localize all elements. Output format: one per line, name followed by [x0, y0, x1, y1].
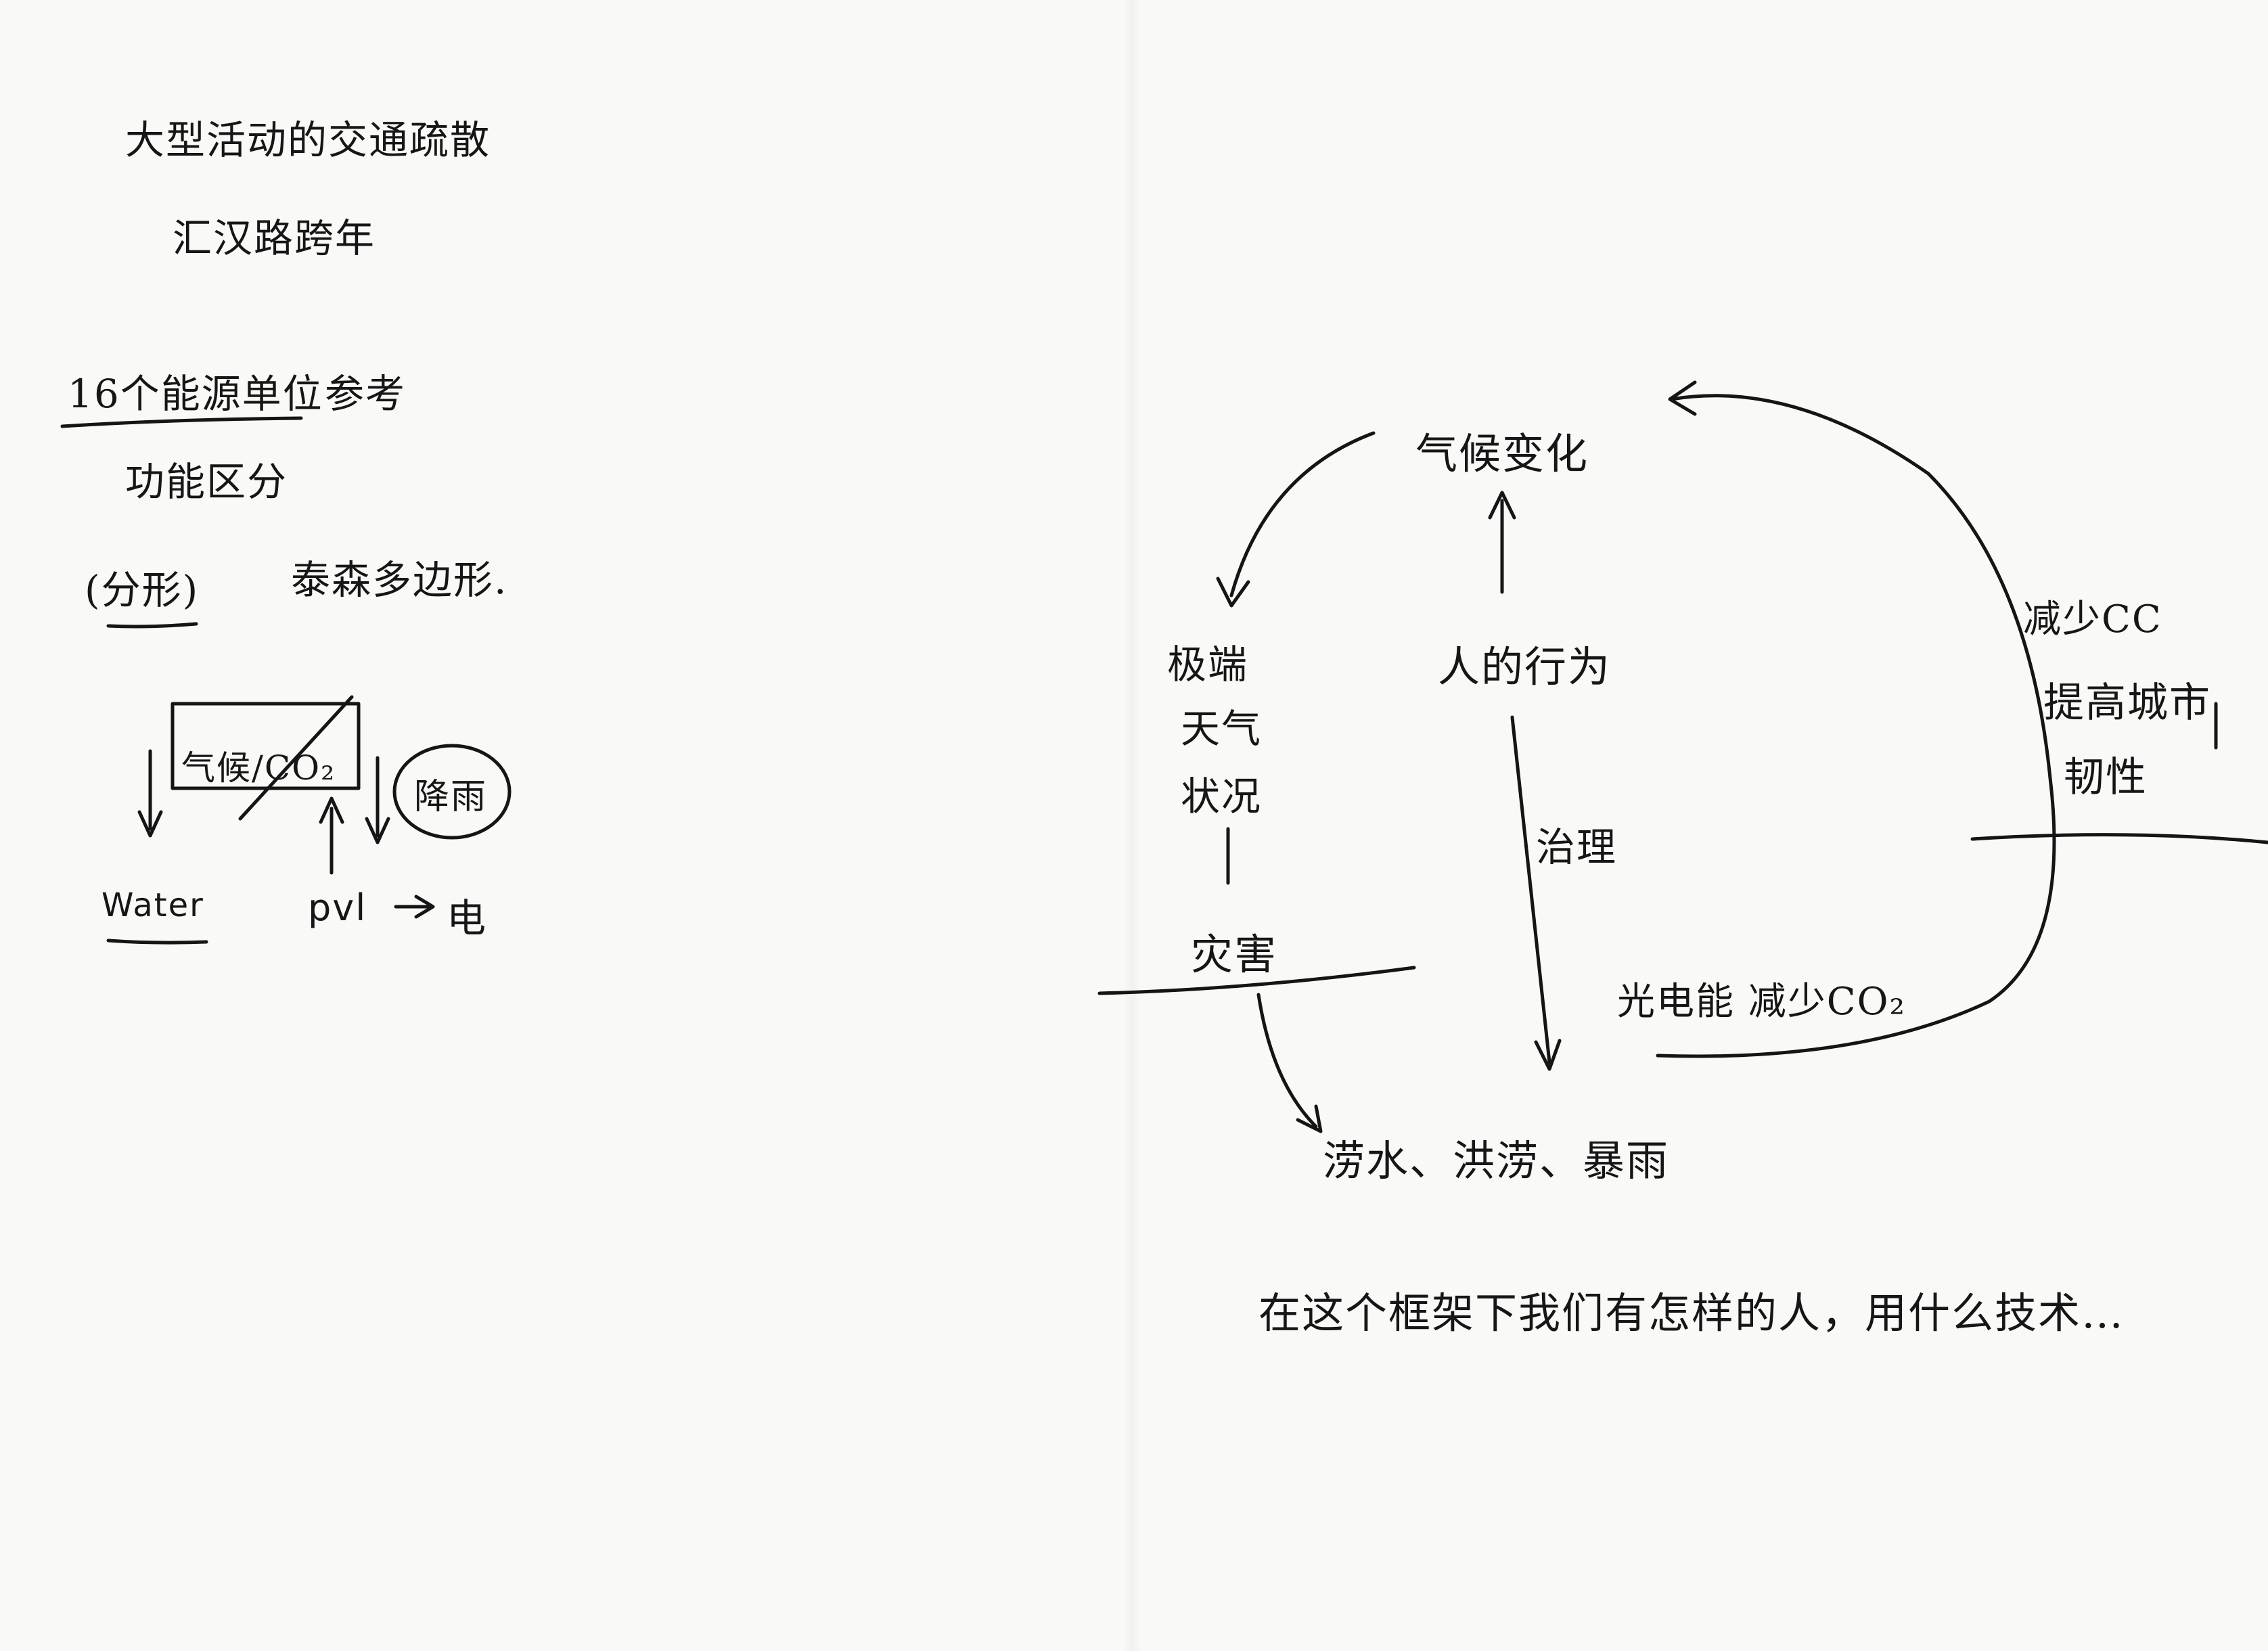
page-fold	[1123, 0, 1141, 1651]
solar-reduce-label: 光电能 减少CO₂	[1617, 980, 1907, 1024]
solar-to-climate-arc	[1656, 394, 2056, 1058]
partition-underline	[106, 622, 198, 629]
resilience-label: 韧性	[2064, 754, 2148, 801]
climate-to-extreme-arc	[1229, 431, 1376, 597]
disaster-divider-line	[1097, 966, 1416, 995]
behavior-to-floods-arrowhead	[1534, 1039, 1562, 1071]
solar-to-climate-arrowhead	[1668, 380, 1697, 416]
climate-change-label: 气候变化	[1415, 429, 1589, 478]
framework-question: 在这个框架下我们有怎样的人，用什么技术…	[1258, 1288, 2125, 1338]
behavior-to-floods-shaft	[1510, 715, 1551, 1064]
climate-co2-label: 气候/CO₂	[181, 748, 336, 788]
resilience-divider-line	[1970, 833, 2268, 844]
pvl-arrow	[394, 895, 435, 919]
voronoi-note: 泰森多边形.	[291, 557, 508, 603]
governance-label: 治理	[1536, 824, 1618, 870]
up-arrow-head	[319, 796, 344, 824]
partition-note: (分形)	[85, 567, 200, 613]
disaster-to-floods-arrowhead	[1296, 1104, 1323, 1133]
weather-label: 天气	[1181, 706, 1263, 752]
reduce-cc-label: 减少CC	[2023, 597, 2162, 641]
function-division-note: 功能区分	[125, 459, 288, 505]
disaster-label: 灾害	[1191, 930, 1278, 979]
energy-unit-note: 16个能源单位	[68, 371, 323, 417]
left-down-arrow-head	[137, 810, 163, 838]
climate-to-extreme-arrowhead	[1216, 576, 1250, 608]
behavior-to-climate-arrowhead	[1488, 491, 1516, 520]
extreme-label: 极端	[1167, 641, 1249, 687]
rainfall-label: 降雨	[414, 777, 488, 817]
left-subtitle: 汇汉路跨年	[173, 215, 376, 261]
rainfall-circle	[392, 744, 512, 840]
reference-note: 参考	[325, 371, 407, 417]
electricity-label: 电	[447, 895, 488, 941]
left-title: 大型活动的交通疏散	[125, 117, 491, 163]
climate-box	[171, 702, 361, 790]
right-down-arrow-head	[365, 817, 390, 844]
improve-city-label: 提高城市	[2043, 679, 2211, 727]
disaster-to-floods-curve	[1256, 993, 1318, 1129]
floods-label: 涝水、洪涝、暴雨	[1323, 1136, 1670, 1185]
pvl-label: pvl	[308, 886, 367, 929]
water-label: Water	[101, 886, 204, 924]
climate-box-slash	[238, 695, 354, 821]
water-underline	[106, 938, 208, 945]
human-behavior-label: 人的行为	[1438, 642, 1612, 692]
condition-label: 状况	[1181, 773, 1263, 819]
energy-underline	[60, 416, 303, 428]
